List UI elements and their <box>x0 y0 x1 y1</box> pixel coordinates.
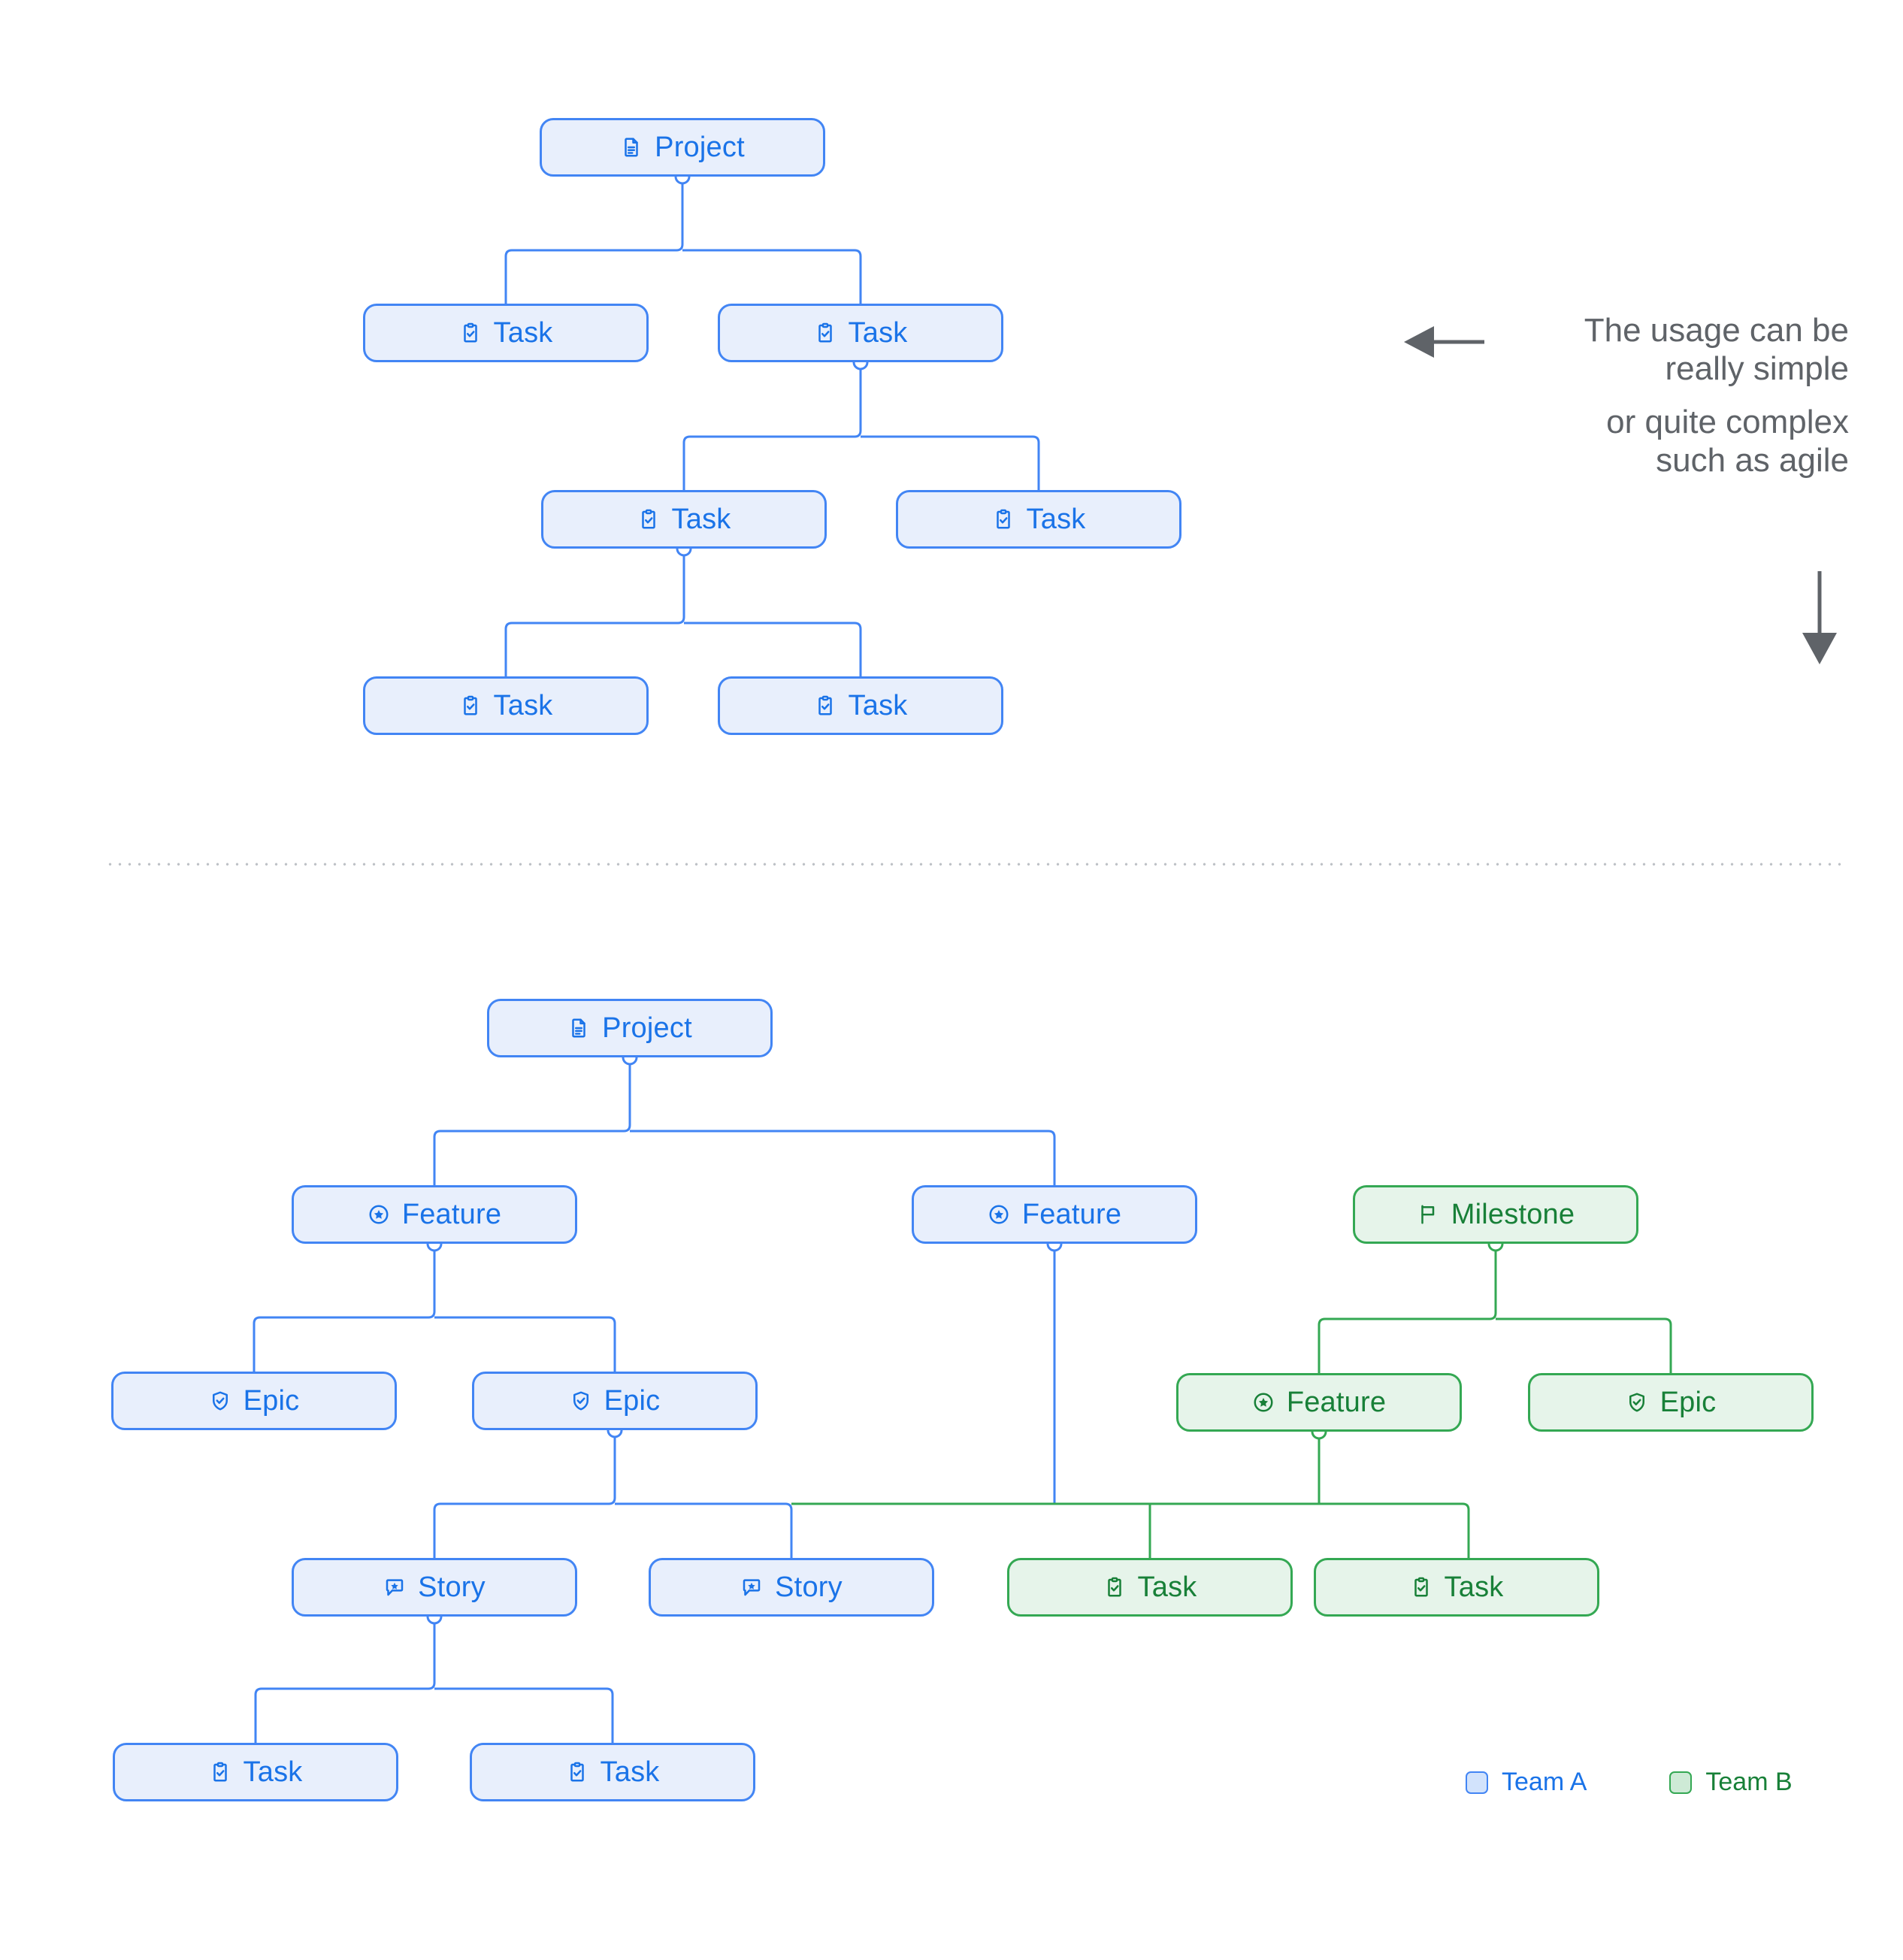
clipboard-check-icon <box>1103 1576 1126 1599</box>
document-icon <box>620 136 643 159</box>
node-label: Task <box>1444 1571 1504 1603</box>
node-label: Task <box>493 317 553 349</box>
clipboard-check-icon <box>459 694 482 717</box>
node-label: Task <box>493 690 553 721</box>
node-task[interactable]: Task <box>1314 1558 1599 1617</box>
node-project[interactable]: Project <box>487 999 773 1057</box>
speech-star-icon <box>383 1576 406 1599</box>
node-label: Task <box>1137 1571 1197 1603</box>
node-task[interactable]: Task <box>541 490 827 549</box>
clipboard-check-icon <box>637 508 660 531</box>
down-arrow-icon <box>1802 571 1837 664</box>
node-label: Feature <box>1021 1199 1122 1230</box>
shield-check-icon <box>209 1390 231 1412</box>
legend-swatch-team-b <box>1669 1771 1693 1794</box>
annotation-line-4: such as agile <box>1656 442 1849 479</box>
node-story[interactable]: Story <box>649 1558 934 1617</box>
left-arrow-icon <box>1404 326 1484 358</box>
node-task[interactable]: Task <box>363 304 649 362</box>
clipboard-check-icon <box>814 322 837 344</box>
node-task[interactable]: Task <box>896 490 1181 549</box>
node-label: Task <box>848 690 908 721</box>
legend-label-team-b: Team B <box>1705 1768 1793 1796</box>
legend: Team A Team B <box>1466 1768 1793 1797</box>
star-circle-icon <box>368 1203 390 1226</box>
annotation-line-3: or quite complex <box>1606 404 1849 441</box>
node-story[interactable]: Story <box>292 1558 577 1617</box>
node-feature[interactable]: Feature <box>1176 1373 1462 1432</box>
node-label: Task <box>600 1756 660 1788</box>
legend-item-team-b: Team B <box>1669 1768 1793 1797</box>
node-label: Story <box>418 1571 486 1603</box>
flag-icon <box>1417 1203 1439 1226</box>
node-project[interactable]: Project <box>540 118 825 177</box>
node-task[interactable]: Task <box>470 1743 755 1801</box>
node-label: Task <box>1026 504 1086 535</box>
clipboard-check-icon <box>992 508 1015 531</box>
node-label: Project <box>602 1012 692 1044</box>
node-label: Feature <box>1286 1387 1387 1418</box>
node-label: Task <box>848 317 908 349</box>
speech-star-icon <box>740 1576 763 1599</box>
node-label: Task <box>671 504 731 535</box>
node-task[interactable]: Task <box>718 676 1003 735</box>
annotation-line-2: really simple <box>1665 350 1849 388</box>
node-label: Epic <box>1659 1387 1717 1418</box>
clipboard-check-icon <box>459 322 482 344</box>
node-label: Feature <box>401 1199 502 1230</box>
section-divider <box>105 863 1841 866</box>
node-feature[interactable]: Feature <box>912 1185 1197 1244</box>
node-epic[interactable]: Epic <box>111 1372 397 1430</box>
clipboard-check-icon <box>1410 1576 1433 1599</box>
node-label: Project <box>655 132 745 163</box>
node-label: Epic <box>604 1385 661 1417</box>
clipboard-check-icon <box>566 1761 588 1783</box>
node-task[interactable]: Task <box>1007 1558 1293 1617</box>
shield-check-icon <box>1626 1391 1648 1414</box>
node-task[interactable]: Task <box>113 1743 398 1801</box>
legend-swatch-team-a <box>1466 1771 1488 1794</box>
clipboard-check-icon <box>209 1761 231 1783</box>
node-feature[interactable]: Feature <box>292 1185 577 1244</box>
node-label: Task <box>243 1756 303 1788</box>
node-task[interactable]: Task <box>363 676 649 735</box>
node-label: Milestone <box>1451 1199 1575 1230</box>
node-label: Story <box>775 1571 843 1603</box>
annotation-text: The usage can be really simple or quite … <box>1473 311 1849 479</box>
annotation-spacer <box>1473 388 1849 403</box>
star-circle-icon <box>1252 1391 1275 1414</box>
clipboard-check-icon <box>814 694 837 717</box>
node-epic[interactable]: Epic <box>472 1372 758 1430</box>
star-circle-icon <box>988 1203 1010 1226</box>
shield-check-icon <box>570 1390 592 1412</box>
node-label: Epic <box>243 1385 300 1417</box>
node-milestone[interactable]: Milestone <box>1353 1185 1638 1244</box>
document-icon <box>567 1017 590 1039</box>
node-epic[interactable]: Epic <box>1528 1373 1814 1432</box>
legend-label-team-a: Team A <box>1502 1768 1587 1796</box>
node-task[interactable]: Task <box>718 304 1003 362</box>
legend-item-team-a: Team A <box>1466 1768 1587 1797</box>
annotation-line-1: The usage can be <box>1584 312 1849 349</box>
